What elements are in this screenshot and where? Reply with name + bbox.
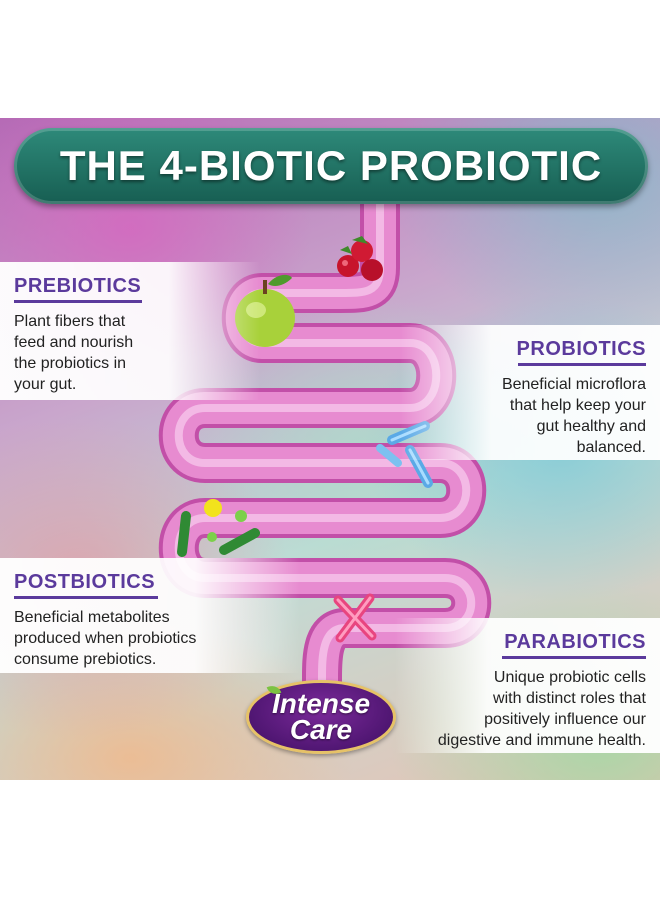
parabiotics-heading: PARABIOTICS [504,631,646,653]
postbiotics-line: produced when probiotics [14,630,197,647]
prebiotics-heading: PREBIOTICS [14,275,142,297]
probiotics-line: gut healthy and [536,418,646,435]
prebiotics-underline [14,300,142,303]
probiotics-line: Beneficial microflora [501,376,646,393]
parabiotics-line: Unique probiotic cells [493,669,646,686]
probiotics-panel: PROBIOTICS Beneficial microflora that he… [400,325,660,460]
parabiotics-description: Unique probiotic cells with distinct rol… [409,667,646,751]
prebiotics-line: Plant fibers that [14,313,126,330]
prebiotics-description: Plant fibers that feed and nourish the p… [14,311,246,395]
title-banner: THE 4-BIOTIC PROBIOTIC [14,128,648,204]
prebiotics-line: the probiotics in [14,355,127,372]
prebiotics-line: your gut. [14,376,77,393]
probiotics-underline [518,363,646,366]
postbiotics-line: consume prebiotics. [14,651,157,668]
logo-text-line1: Intense [271,688,371,719]
logo-oval [246,680,396,754]
prebiotics-panel: PREBIOTICS Plant fibers that feed and no… [0,262,260,400]
page-title: THE 4-BIOTIC PROBIOTIC [59,142,603,189]
postbiotics-panel: POSTBIOTICS Beneficial metabolites produ… [0,558,300,673]
brand-logo: Intense Care [246,680,396,754]
probiotics-line: balanced. [576,439,646,456]
postbiotics-line: Beneficial metabolites [14,609,170,626]
parabiotics-line: with distinct roles that [493,690,646,707]
berries-icon [337,236,383,281]
parabiotics-line: digestive and immune health. [437,732,646,749]
metabolite-icon [177,499,260,557]
cross-cell-icon [333,593,377,643]
postbiotics-heading: POSTBIOTICS [14,571,156,593]
parabiotics-line: positively influence our [484,711,646,728]
probiotics-heading: PROBIOTICS [516,338,646,360]
postbiotics-underline [14,596,158,599]
probiotics-description: Beneficial microflora that help keep you… [414,374,646,458]
logo-text-line2: Care [289,714,353,745]
postbiotics-description: Beneficial metabolites produced when pro… [14,607,286,670]
probiotics-line: that help keep your [509,397,646,414]
prebiotics-line: feed and nourish [14,334,134,351]
parabiotics-underline [502,656,646,659]
parabiotics-panel: PARABIOTICS Unique probiotic cells with … [395,618,660,753]
